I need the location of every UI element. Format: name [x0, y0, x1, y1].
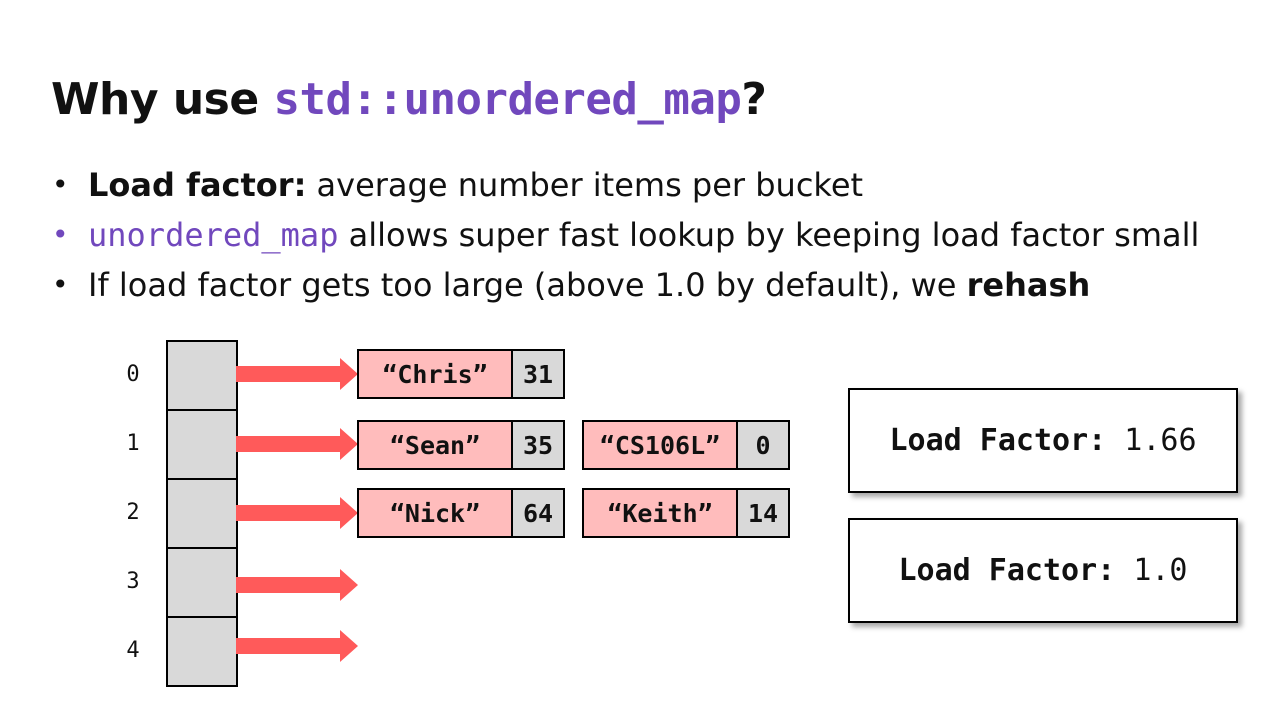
- node-value: 64: [513, 490, 563, 536]
- map-node: “Keith” 14: [582, 488, 790, 538]
- arrow-icon: [236, 569, 358, 601]
- node-key: “Chris”: [359, 351, 513, 397]
- bullet-text: allows super fast lookup by keeping load…: [338, 216, 1200, 254]
- title-code: std::unordered_map: [273, 74, 742, 125]
- bullet-dot: •: [52, 268, 69, 301]
- node-key: “Keith”: [584, 490, 738, 536]
- arrow-icon: [236, 497, 358, 529]
- bullet-bold: Load factor:: [88, 166, 307, 204]
- load-factor-box: Load Factor: 1.0: [848, 518, 1238, 623]
- node-value: 31: [513, 351, 563, 397]
- bullet-dot: •: [52, 168, 69, 201]
- bucket-cell: [166, 616, 238, 687]
- bullet-code: unordered_map: [88, 216, 339, 254]
- node-value: 0: [738, 422, 788, 468]
- load-factor-box: Load Factor: 1.66: [848, 388, 1238, 493]
- bucket-cell: [166, 547, 238, 618]
- bucket-index: 1: [126, 431, 140, 456]
- arrow-icon: [236, 630, 358, 662]
- bullet-bold: rehash: [966, 266, 1091, 304]
- bullet-rehash: • If load factor gets too large (above 1…: [52, 260, 1262, 310]
- bullet-text: If load factor gets too large (above 1.0…: [88, 266, 967, 304]
- node-key: “Nick”: [359, 490, 513, 536]
- bucket-index: 2: [126, 500, 140, 525]
- load-factor-value: 1.66: [1124, 423, 1197, 458]
- node-value: 35: [513, 422, 563, 468]
- bullet-dot: •: [52, 218, 69, 251]
- arrow-icon: [236, 358, 358, 390]
- bucket-cell: [166, 340, 238, 411]
- bucket-cell: [166, 409, 238, 480]
- load-factor-label: Load Factor:: [889, 423, 1107, 458]
- bucket-index: 3: [126, 569, 140, 594]
- node-key: “CS106L”: [584, 422, 738, 468]
- node-key: “Sean”: [359, 422, 513, 468]
- bullet-unordered-map: • unordered_map allows super fast lookup…: [52, 210, 1262, 260]
- bucket-cell: [166, 478, 238, 549]
- bullet-list: • Load factor: average number items per …: [52, 160, 1262, 310]
- bullet-text: average number items per bucket: [306, 166, 864, 204]
- load-factor-label: Load Factor:: [898, 553, 1116, 588]
- node-value: 14: [738, 490, 788, 536]
- map-node: “Nick” 64: [357, 488, 565, 538]
- bucket-index: 4: [126, 638, 140, 663]
- title-suffix: ?: [741, 74, 767, 125]
- map-node: “Sean” 35: [357, 420, 565, 470]
- bucket-index: 0: [126, 362, 140, 387]
- map-node: “CS106L” 0: [582, 420, 790, 470]
- title-prefix: Why use: [51, 74, 274, 125]
- slide-title: Why use std::unordered_map?: [51, 74, 767, 125]
- load-factor-value: 1.0: [1133, 553, 1188, 588]
- bullet-load-factor: • Load factor: average number items per …: [52, 160, 1262, 210]
- map-node: “Chris” 31: [357, 349, 565, 399]
- arrow-icon: [236, 428, 358, 460]
